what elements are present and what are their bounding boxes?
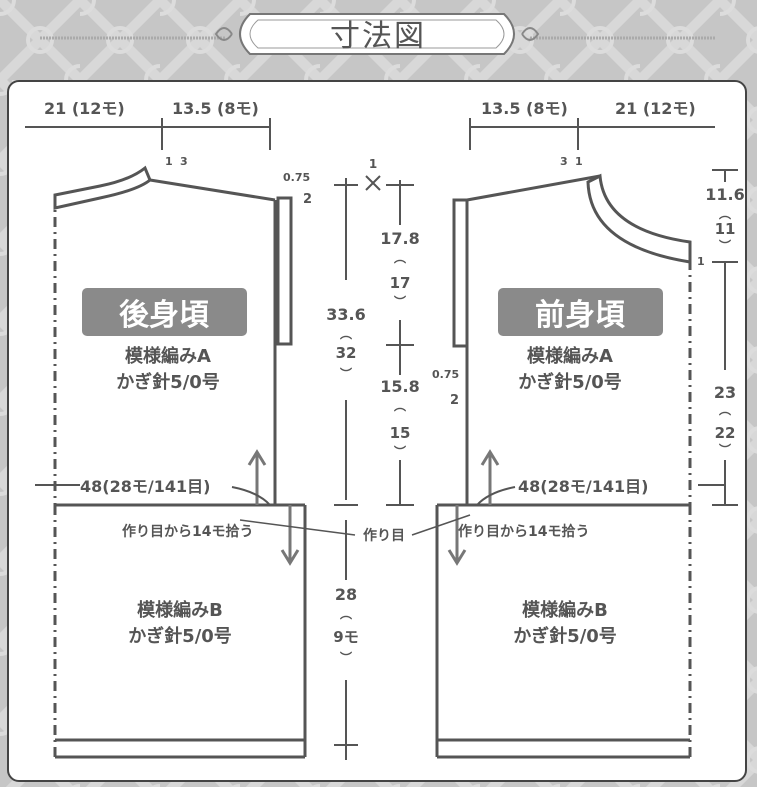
foundation-leaders <box>239 514 471 536</box>
front-sleeve-2: 2 <box>450 393 459 408</box>
back-name-box <box>82 288 247 336</box>
center-h-upper-paren-close: ︶ <box>393 294 407 309</box>
front-h2: 23 <box>714 383 736 402</box>
front-body-outline <box>452 173 692 505</box>
front-width-label: 48(28モ/141目) <box>518 477 648 496</box>
front-neck-1: 1 <box>575 155 583 168</box>
center-h-lower-b: 15 <box>390 424 411 442</box>
front-neck-3: 3 <box>560 155 568 168</box>
center-h-upper-b: 17 <box>390 274 411 292</box>
front-pickup-label: 作り目から14モ拾う <box>458 523 589 540</box>
center-h-total-paren-close: ︶ <box>339 366 353 381</box>
front-hook-b: かぎ針5/0号 <box>513 625 617 647</box>
front-neck-side-1: 1 <box>697 255 705 268</box>
center-h-lower: 15.8 <box>380 377 419 396</box>
back-sleeve-075: 0.75 <box>283 171 310 184</box>
back-name-label: 後身頃 <box>119 298 209 333</box>
center-h-skirt: 28 <box>335 585 357 604</box>
front-h1: 11.6 <box>705 185 744 204</box>
center-h-total: 33.6 <box>326 305 365 324</box>
front-name-label: 前身頃 <box>535 298 625 333</box>
back-top-left-label: 21 (12モ) <box>44 99 125 118</box>
front-h1b: 11 <box>715 220 736 238</box>
back-width-label: 48(28モ/141目) <box>80 477 210 496</box>
front-h1-paren-open: ︵ <box>718 207 732 221</box>
back-hook-b: かぎ針5/0号 <box>128 625 232 647</box>
front-h1-paren-close: ︶ <box>718 238 732 253</box>
front-h2-paren-open: ︵ <box>718 403 732 417</box>
center-foundation-label: 作り目 <box>363 527 405 544</box>
center-h-skirt-b: 9モ <box>333 628 358 646</box>
front-top-left-label: 13.5 (8モ) <box>481 99 568 118</box>
pickup-arrows <box>231 449 516 566</box>
back-skirt-outline <box>53 503 307 759</box>
back-body-outline <box>53 165 293 505</box>
center-h-lower-paren-open: ︵ <box>393 399 407 413</box>
center-h-lower-paren-close: ︶ <box>393 444 407 459</box>
front-pattern-b: 模様編みB <box>522 599 608 621</box>
center-h-total-b: 32 <box>336 344 357 362</box>
center-dimensions <box>35 169 738 760</box>
back-pattern-a: 模様編みA <box>125 345 211 367</box>
center-h-total-paren-open: ︵ <box>339 327 353 341</box>
front-pattern-a: 模様編みA <box>527 345 613 367</box>
back-top-right-label: 13.5 (8モ) <box>172 99 259 118</box>
center-top-1: 1 <box>369 157 377 171</box>
diagram-panel <box>7 80 747 782</box>
center-h-upper: 17.8 <box>380 229 419 248</box>
back-pattern-b: 模様編みB <box>137 599 223 621</box>
center-h-upper-paren-open: ︵ <box>393 251 407 265</box>
back-hook-a: かぎ針5/0号 <box>116 371 220 393</box>
center-h-skirt-paren-close: ︶ <box>339 650 353 665</box>
center-h-skirt-paren-open: ︵ <box>339 607 353 621</box>
front-name-box <box>498 288 663 336</box>
front-sleeve-075: 0.75 <box>432 368 459 381</box>
front-hook-a: かぎ針5/0号 <box>518 371 622 393</box>
header-ornament <box>40 13 716 55</box>
back-neck-3: 3 <box>180 155 188 168</box>
front-top-right-label: 21 (12モ) <box>615 99 696 118</box>
front-skirt-outline <box>435 503 692 759</box>
header-banner: 寸法図 <box>0 0 757 80</box>
front-h2b: 22 <box>715 424 736 442</box>
page-title: 寸法図 <box>330 19 426 54</box>
back-sleeve-2: 2 <box>303 192 312 207</box>
back-neck-1: 1 <box>165 155 173 168</box>
front-h2-paren-close: ︶ <box>718 442 732 457</box>
back-pickup-label: 作り目から14モ拾う <box>122 523 253 540</box>
